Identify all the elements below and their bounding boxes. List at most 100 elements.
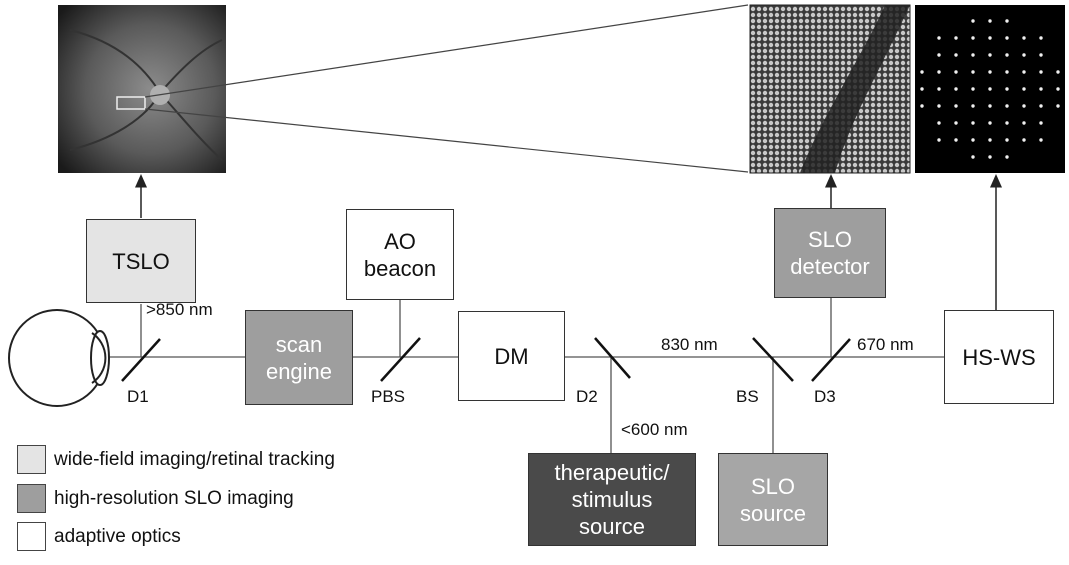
therapeutic-label-line2: stimulus [571, 487, 653, 512]
legend-swatch-light [17, 445, 46, 474]
slo-source-label-line2: source [739, 500, 807, 526]
legend-item-adaptive-optics: adaptive optics [17, 522, 181, 551]
spot [1022, 70, 1026, 74]
spot [988, 138, 992, 142]
zoom-line-bottom [144, 108, 749, 173]
legend-label: wide-field imaging/retinal tracking [54, 448, 335, 470]
eye-icon [8, 309, 110, 407]
spot [954, 53, 958, 57]
legend-label: high-resolution SLO imaging [54, 487, 294, 509]
spot [937, 36, 941, 40]
spot [937, 138, 941, 142]
spot [971, 70, 975, 74]
slo-detector-label-line2: detector [790, 254, 870, 279]
tslo-label: TSLO [112, 248, 170, 274]
spot [971, 36, 975, 40]
spot [1039, 121, 1043, 125]
spot [988, 104, 992, 108]
spot [1039, 53, 1043, 57]
ao-beacon-box: AO beacon [346, 209, 454, 300]
legend-item-high-resolution: high-resolution SLO imaging [17, 484, 294, 513]
slo-source-box: SLO source [718, 453, 828, 546]
spot [920, 87, 924, 91]
spot [988, 121, 992, 125]
dm-label: DM [494, 343, 529, 369]
spot [971, 19, 975, 23]
spot [1022, 36, 1026, 40]
spot [954, 121, 958, 125]
spot [937, 53, 941, 57]
zoom-region-box [116, 96, 146, 110]
spot [937, 70, 941, 74]
ao-beacon-label-line2: beacon [363, 255, 437, 281]
spot [1056, 104, 1060, 108]
spot [1005, 138, 1009, 142]
spot [1039, 138, 1043, 142]
scan-engine-label-line2: engine [265, 358, 333, 384]
spot [920, 104, 924, 108]
spot [988, 70, 992, 74]
spot [1005, 36, 1009, 40]
spot [1022, 138, 1026, 142]
ao-beacon-label-line1: AO [384, 228, 416, 254]
spot [1039, 104, 1043, 108]
spot [1022, 121, 1026, 125]
d1-label: D1 [127, 387, 149, 406]
therapeutic-source-box: therapeutic/ stimulus source [528, 453, 696, 546]
zoom-line-top [144, 4, 749, 98]
spot [1022, 87, 1026, 91]
spot [988, 36, 992, 40]
pbs-mirror [380, 337, 421, 382]
hs-ws-label: HS-WS [962, 344, 1036, 370]
spot [988, 19, 992, 23]
tslo-box: TSLO [86, 219, 196, 303]
spot [1005, 70, 1009, 74]
spot [971, 138, 975, 142]
spot [971, 155, 975, 159]
d2-label: D2 [576, 387, 598, 406]
spot [920, 70, 924, 74]
spot [954, 138, 958, 142]
legend-swatch-mid [17, 484, 46, 513]
scan-engine-box: scan engine [245, 310, 353, 405]
dm-box: DM [458, 311, 565, 401]
wavelength-830-label: 830 nm [661, 335, 718, 354]
spot [1039, 36, 1043, 40]
spot [1039, 70, 1043, 74]
legend-swatch-white [17, 522, 46, 551]
spot [954, 87, 958, 91]
scan-engine-label-line1: scan [275, 331, 323, 357]
therapeutic-label-line1: therapeutic/ [554, 460, 670, 485]
d2-mirror [594, 337, 631, 379]
d3-label: D3 [814, 387, 836, 406]
cone-mosaic-image [749, 4, 911, 174]
spot [937, 121, 941, 125]
bs-mirror [752, 337, 794, 382]
legend-item-wide-field: wide-field imaging/retinal tracking [17, 445, 335, 474]
wavelength-600-label: <600 nm [621, 420, 688, 439]
d3-mirror [811, 338, 851, 382]
spot [1022, 104, 1026, 108]
spot [1005, 87, 1009, 91]
wavelength-670-label: 670 nm [857, 335, 914, 354]
spot [1039, 87, 1043, 91]
slo-detector-label-line1: SLO [807, 227, 853, 252]
spot-pattern-image [915, 5, 1065, 173]
spot [971, 121, 975, 125]
pbs-label: PBS [371, 387, 406, 406]
spot [1056, 87, 1060, 91]
legend-label: adaptive optics [54, 525, 181, 547]
slo-source-label-line1: SLO [750, 473, 796, 499]
spot [1005, 121, 1009, 125]
spot [1005, 104, 1009, 108]
spot [937, 87, 941, 91]
spot [971, 53, 975, 57]
bs-label: BS [736, 387, 759, 406]
wavelength-850-label: >850 nm [146, 300, 213, 319]
spot [954, 70, 958, 74]
spot [1005, 53, 1009, 57]
spot [988, 53, 992, 57]
spot [971, 87, 975, 91]
spot [937, 104, 941, 108]
